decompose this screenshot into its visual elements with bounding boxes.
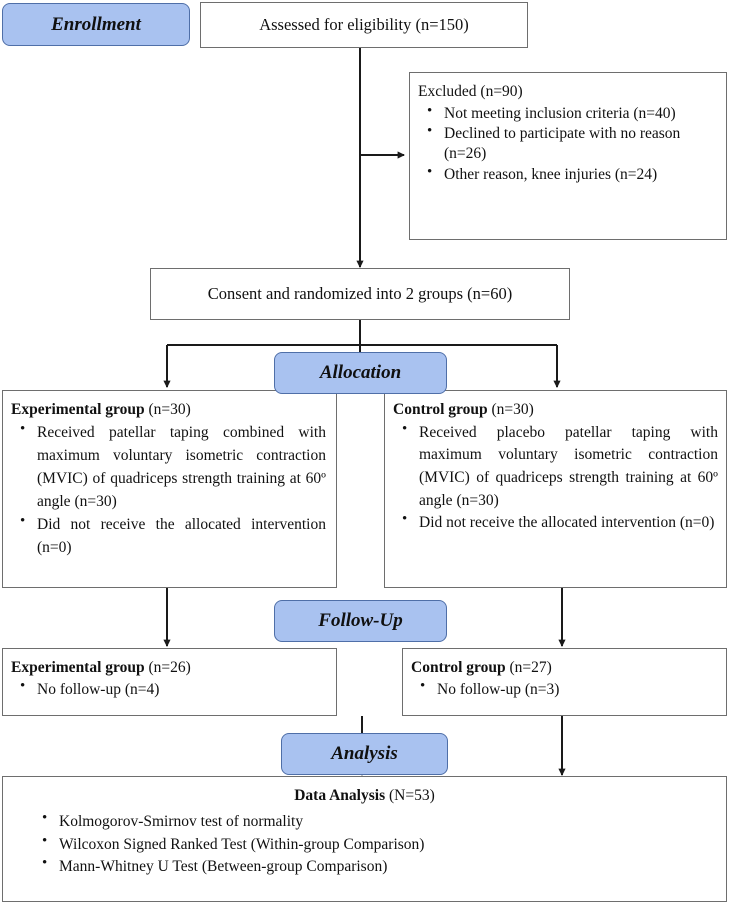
stage-label-analysis-text: Analysis [331,743,398,764]
data-analysis-item-text: Wilcoxon Signed Ranked Test (Within-grou… [59,835,425,853]
stage-label-followup: Follow-Up [274,600,447,642]
stage-label-enrollment: Enrollment [2,3,190,46]
followup-control-heading: Control group (n=27) [411,657,718,679]
allocation-control-item-text: Received placebo patellar taping with ma… [419,423,718,509]
stage-label-followup-text: Follow-Up [318,610,403,631]
excluded-heading: Excluded (n=90) [418,83,523,100]
followup-control-title: Control group [411,659,506,676]
followup-control-count: (n=27) [509,659,552,676]
allocation-experimental-count: (n=30) [148,401,191,418]
followup-control-item-text: No follow-up (n=3) [437,681,560,698]
followup-experimental-item-text: No follow-up (n=4) [37,681,160,698]
excluded-item-text: Other reason, knee injuries (n=24) [444,165,658,183]
stage-label-enrollment-text: Enrollment [51,13,141,35]
excluded-box: Excluded (n=90) Not meeting inclusion cr… [409,72,727,240]
stage-label-allocation-text: Allocation [319,362,402,383]
list-item: Did not receive the allocated interventi… [11,513,326,560]
list-item: Kolmogorov-Smirnov test of normality [33,810,718,833]
allocation-control-count: (n=30) [491,401,534,418]
allocation-experimental-heading: Experimental group (n=30) [11,399,326,422]
allocation-experimental-list: Received patellar taping combined with m… [11,421,326,560]
excluded-item-text: Declined to participate with no reason (… [444,125,681,163]
allocation-control-title: Control group [393,401,488,418]
followup-control-group-box: Control group (n=27) No follow-up (n=3) [402,648,727,716]
allocation-experimental-group-box: Experimental group (n=30) Received patel… [2,390,337,588]
list-item: No follow-up (n=4) [11,678,328,701]
list-item: Mann-Whitney U Test (Between-group Compa… [33,855,718,878]
allocation-control-item-text: Did not receive the allocated interventi… [419,514,715,532]
list-item: Received patellar taping combined with m… [11,421,326,514]
assessed-for-eligibility-text: Assessed for eligibility (n=150) [259,15,469,34]
followup-experimental-title: Experimental group [11,659,145,676]
followup-experimental-list: No follow-up (n=4) [11,678,328,701]
data-analysis-box: Data Analysis (N=53) Kolmogorov-Smirnov … [2,776,727,902]
list-item: Other reason, knee injuries (n=24) [418,164,718,185]
list-item: Not meeting inclusion criteria (n=40) [418,103,718,124]
list-item: Did not receive the allocated interventi… [393,511,718,535]
list-item: Received placebo patellar taping with ma… [393,421,718,513]
consent-randomized-text: Consent and randomized into 2 groups (n=… [207,284,513,303]
list-item: No follow-up (n=3) [411,678,718,701]
list-item: Wilcoxon Signed Ranked Test (Within-grou… [33,833,718,856]
allocation-experimental-item-text: Did not receive the allocated interventi… [37,515,326,556]
stage-label-allocation: Allocation [274,352,447,394]
followup-experimental-count: (n=26) [148,659,191,676]
allocation-control-group-box: Control group (n=30) Received placebo pa… [384,390,727,588]
data-analysis-count: (N=53) [388,787,435,804]
allocation-control-heading: Control group (n=30) [393,399,718,422]
data-analysis-list: Kolmogorov-Smirnov test of normality Wil… [11,810,718,878]
excluded-list: Not meeting inclusion criteria (n=40) De… [418,103,718,185]
data-analysis-heading: Data Analysis (N=53) [11,785,718,807]
consent-randomized-box: Consent and randomized into 2 groups (n=… [150,268,570,320]
allocation-control-list: Received placebo patellar taping with ma… [393,421,718,535]
data-analysis-title: Data Analysis [294,787,386,804]
stage-label-analysis: Analysis [281,733,448,775]
followup-experimental-heading: Experimental group (n=26) [11,657,328,679]
assessed-for-eligibility-box: Assessed for eligibility (n=150) [200,2,528,48]
excluded-item-text: Not meeting inclusion criteria (n=40) [444,105,676,123]
allocation-experimental-title: Experimental group [11,401,145,418]
followup-control-list: No follow-up (n=3) [411,678,718,701]
data-analysis-item-text: Mann-Whitney U Test (Between-group Compa… [59,858,388,876]
allocation-experimental-item-text: Received patellar taping combined with m… [37,423,326,510]
list-item: Declined to participate with no reason (… [418,123,718,164]
followup-experimental-group-box: Experimental group (n=26) No follow-up (… [2,648,337,716]
data-analysis-item-text: Kolmogorov-Smirnov test of normality [59,813,304,831]
